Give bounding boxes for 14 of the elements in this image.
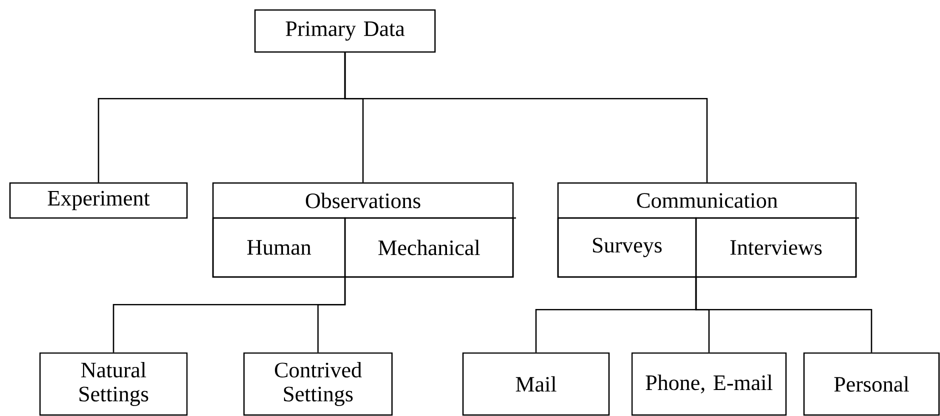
category-box: Primary Data xyxy=(254,9,436,53)
category-box: Experiment xyxy=(9,182,188,219)
connector-line xyxy=(317,278,346,352)
category-box: Phone, E-mail xyxy=(631,352,787,416)
connector-line xyxy=(695,278,872,352)
cell-box: Mechanical xyxy=(344,217,514,278)
category-box: Personal xyxy=(803,352,940,416)
connector-line xyxy=(344,52,708,182)
category-box: Natural Settings xyxy=(39,352,188,416)
category-box: Contrived Settings xyxy=(243,352,393,416)
cell-box: Interviews xyxy=(695,217,857,278)
category-box: Mail xyxy=(462,352,610,416)
cell-box: Surveys xyxy=(557,217,697,278)
cell-box: Human xyxy=(212,217,346,278)
